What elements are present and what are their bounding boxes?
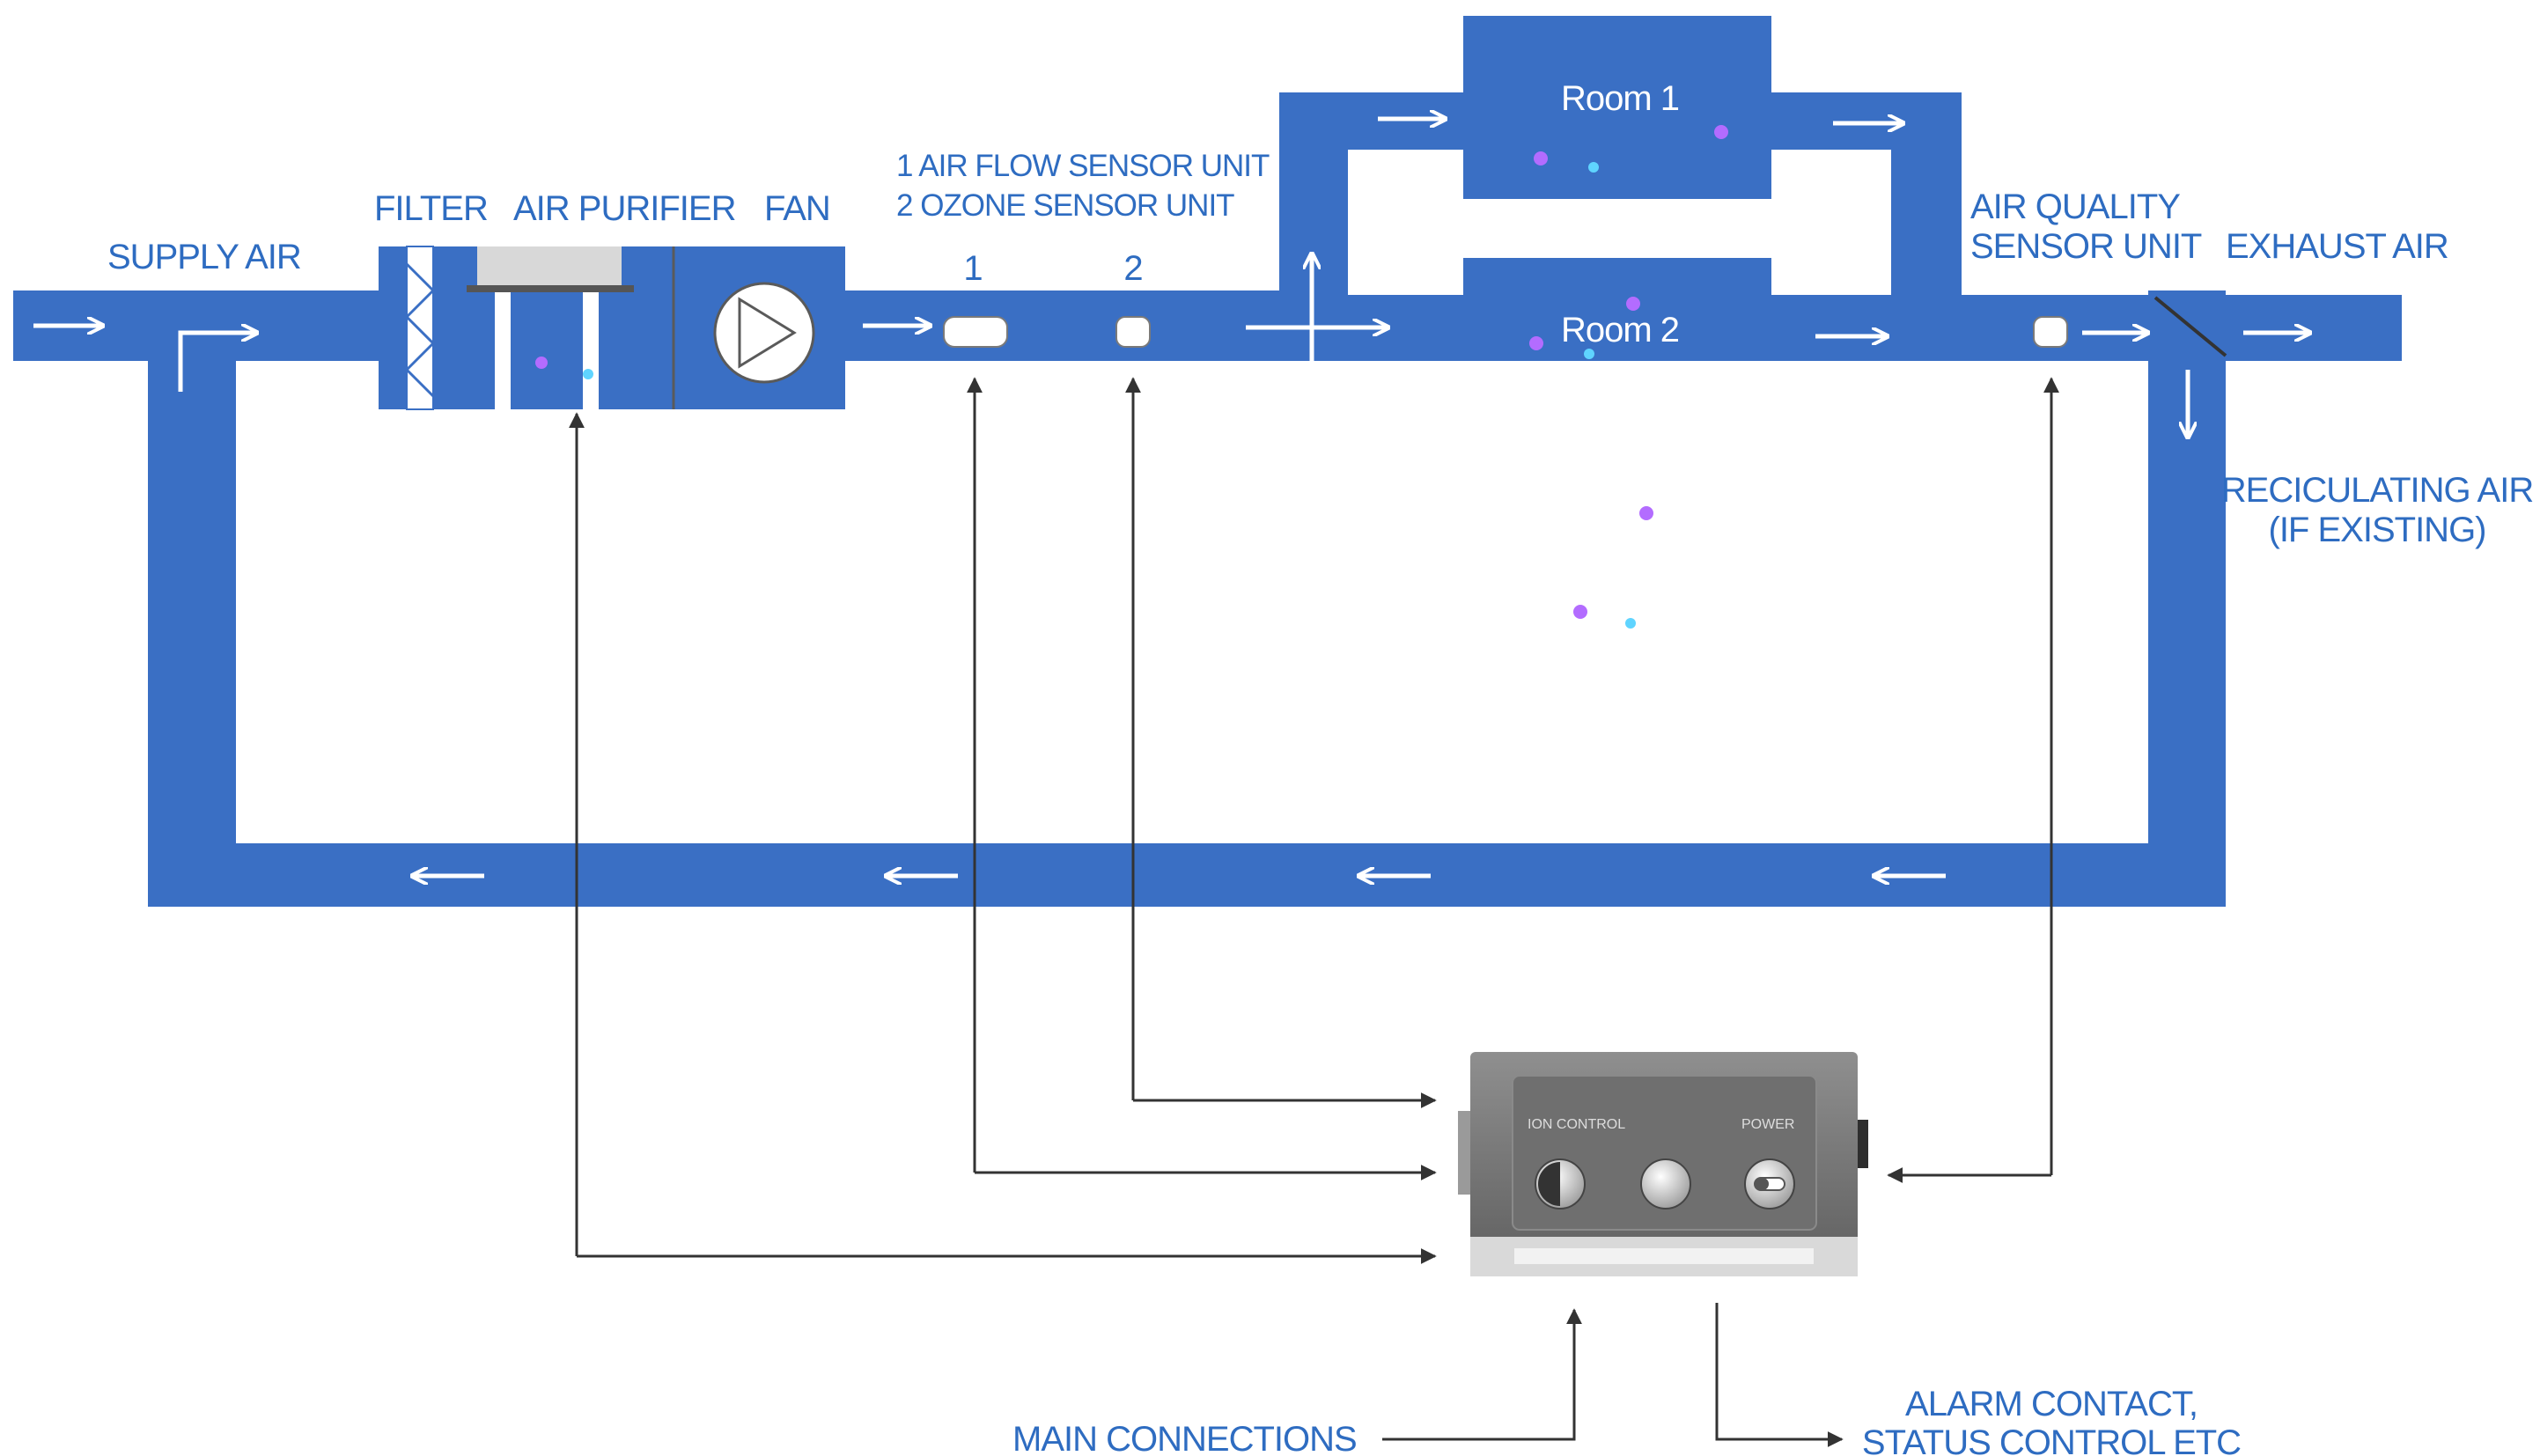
- exhaust-air-label: EXHAUST AIR: [2226, 227, 2448, 266]
- sensor-number-2: 2: [1123, 249, 1142, 288]
- control-knob-icon[interactable]: [1535, 1158, 1586, 1210]
- fan-label: FAN: [764, 189, 830, 228]
- damper-icon: [2153, 296, 2227, 357]
- room-2-label: Room 2: [1561, 311, 1679, 349]
- sensor-legend-2: 2 OZONE SENSOR UNIT: [896, 188, 1234, 223]
- flow-arrows: [33, 119, 2308, 876]
- alarm-contact-label-2: STATUS CONTROL ETC: [1862, 1423, 2241, 1456]
- ion-dot: [535, 357, 548, 369]
- power-switch-icon[interactable]: [1744, 1158, 1795, 1210]
- air-quality-label-2: SENSOR UNIT: [1970, 227, 2202, 266]
- air-purifier-icon: [467, 246, 634, 409]
- return-duct-left: [148, 290, 236, 907]
- ion-control-label: ION CONTROL: [1528, 1117, 1625, 1132]
- sensor-icon: [943, 316, 1008, 348]
- room-1-label: Room 1: [1561, 79, 1679, 118]
- power-label: POWER: [1741, 1117, 1794, 1132]
- ion-control-unit: ION CONTROL POWER: [1458, 1052, 1868, 1276]
- air-purifier-label: AIR PURIFIER: [513, 189, 736, 228]
- duct-gaps: [236, 150, 2148, 843]
- sensor-number-1: 1: [963, 249, 982, 288]
- ion-dot: [583, 369, 593, 379]
- alarm-contact-label-1: ALARM CONTACT,: [1905, 1385, 2198, 1423]
- filter-icon: [405, 246, 435, 410]
- exhaust-duct: [1962, 295, 2402, 361]
- fan-icon: [713, 282, 815, 384]
- room-1-box: [1463, 16, 1771, 199]
- sensor-legend-1: 1 AIR FLOW SENSOR UNIT: [896, 149, 1270, 183]
- sensor-icon: [1115, 316, 1151, 348]
- filter-label: FILTER: [374, 189, 488, 228]
- sensor-icon: [2033, 316, 2068, 348]
- rooms: Room 1 Room 2 Room 3: [1529, 79, 1728, 629]
- sensors: [943, 316, 2068, 348]
- connector-lines: [569, 377, 2059, 1447]
- labels: SUPPLY AIR FILTER AIR PURIFIER FAN 1 AIR…: [107, 149, 2534, 1456]
- room-3-label: Room 3: [1561, 540, 1679, 578]
- air-quality-label-1: AIR QUALITY: [1970, 188, 2180, 226]
- recirculating-air-label-2: (IF EXISTING): [2269, 511, 2486, 549]
- main-connections-label: MAIN CONNECTIONS: [1012, 1420, 1357, 1456]
- recirculating-air-label-1: RECICULATING AIR: [2221, 471, 2534, 510]
- air-handling-unit: [379, 246, 845, 410]
- supply-air-label: SUPPLY AIR: [107, 238, 301, 276]
- control-knob-icon[interactable]: [1640, 1158, 1691, 1210]
